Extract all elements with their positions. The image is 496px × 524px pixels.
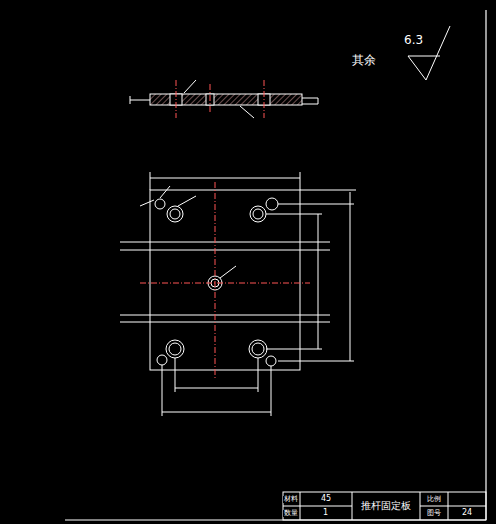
roughness-value: 6.3 [403,34,424,46]
title-cell: 数量 [283,510,299,517]
title-cell: 1 [322,509,329,517]
title-cell: 24 [461,509,473,517]
border-line [485,10,486,520]
title-cell: 比例 [426,496,442,503]
section-view [130,80,318,118]
title-block [283,492,486,520]
plan-view [120,172,356,416]
title-cell: 45 [320,495,332,503]
note-text: 其余 [351,54,377,66]
part-name: 推杆固定板 [360,501,412,511]
title-cell: 材料 [283,496,299,503]
title-cell: 图号 [426,510,442,517]
